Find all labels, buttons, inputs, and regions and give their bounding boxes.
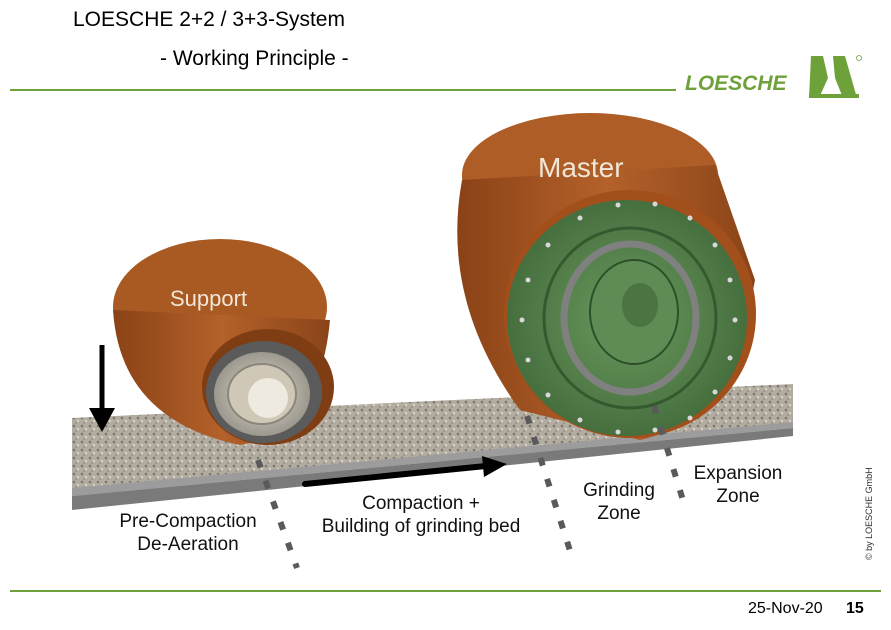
support-roller bbox=[113, 239, 334, 445]
zone-label-pre-compaction: Pre-Compaction De-Aeration bbox=[119, 511, 257, 555]
copyright-note: © by LOESCHE GmbH bbox=[864, 467, 874, 560]
page-number: 15 bbox=[846, 600, 864, 617]
divider-pre-compaction bbox=[255, 458, 300, 570]
loesche-logo: LOESCHE bbox=[685, 55, 862, 98]
zone-dividers bbox=[255, 405, 689, 570]
master-roller bbox=[457, 113, 756, 440]
support-label: Support bbox=[170, 286, 248, 311]
zone-label-grinding: Grinding Zone bbox=[583, 480, 655, 524]
master-label: Master bbox=[538, 152, 624, 183]
logo-text: LOESCHE bbox=[685, 72, 788, 95]
slide-subtitle: - Working Principle - bbox=[160, 47, 349, 70]
slide-title: LOESCHE 2+2 / 3+3-System bbox=[73, 8, 345, 31]
header-rule bbox=[10, 89, 676, 91]
direction-arrow bbox=[302, 456, 507, 487]
divider-compaction bbox=[524, 415, 576, 561]
down-arrow bbox=[89, 345, 115, 432]
divider-grinding bbox=[651, 405, 689, 511]
zone-label-expansion: Expansion Zone bbox=[693, 463, 783, 507]
footer-date: 25-Nov-20 bbox=[748, 600, 823, 617]
zone-label-compaction: Compaction + Building of grinding bed bbox=[321, 493, 521, 537]
footer-rule bbox=[10, 590, 881, 592]
